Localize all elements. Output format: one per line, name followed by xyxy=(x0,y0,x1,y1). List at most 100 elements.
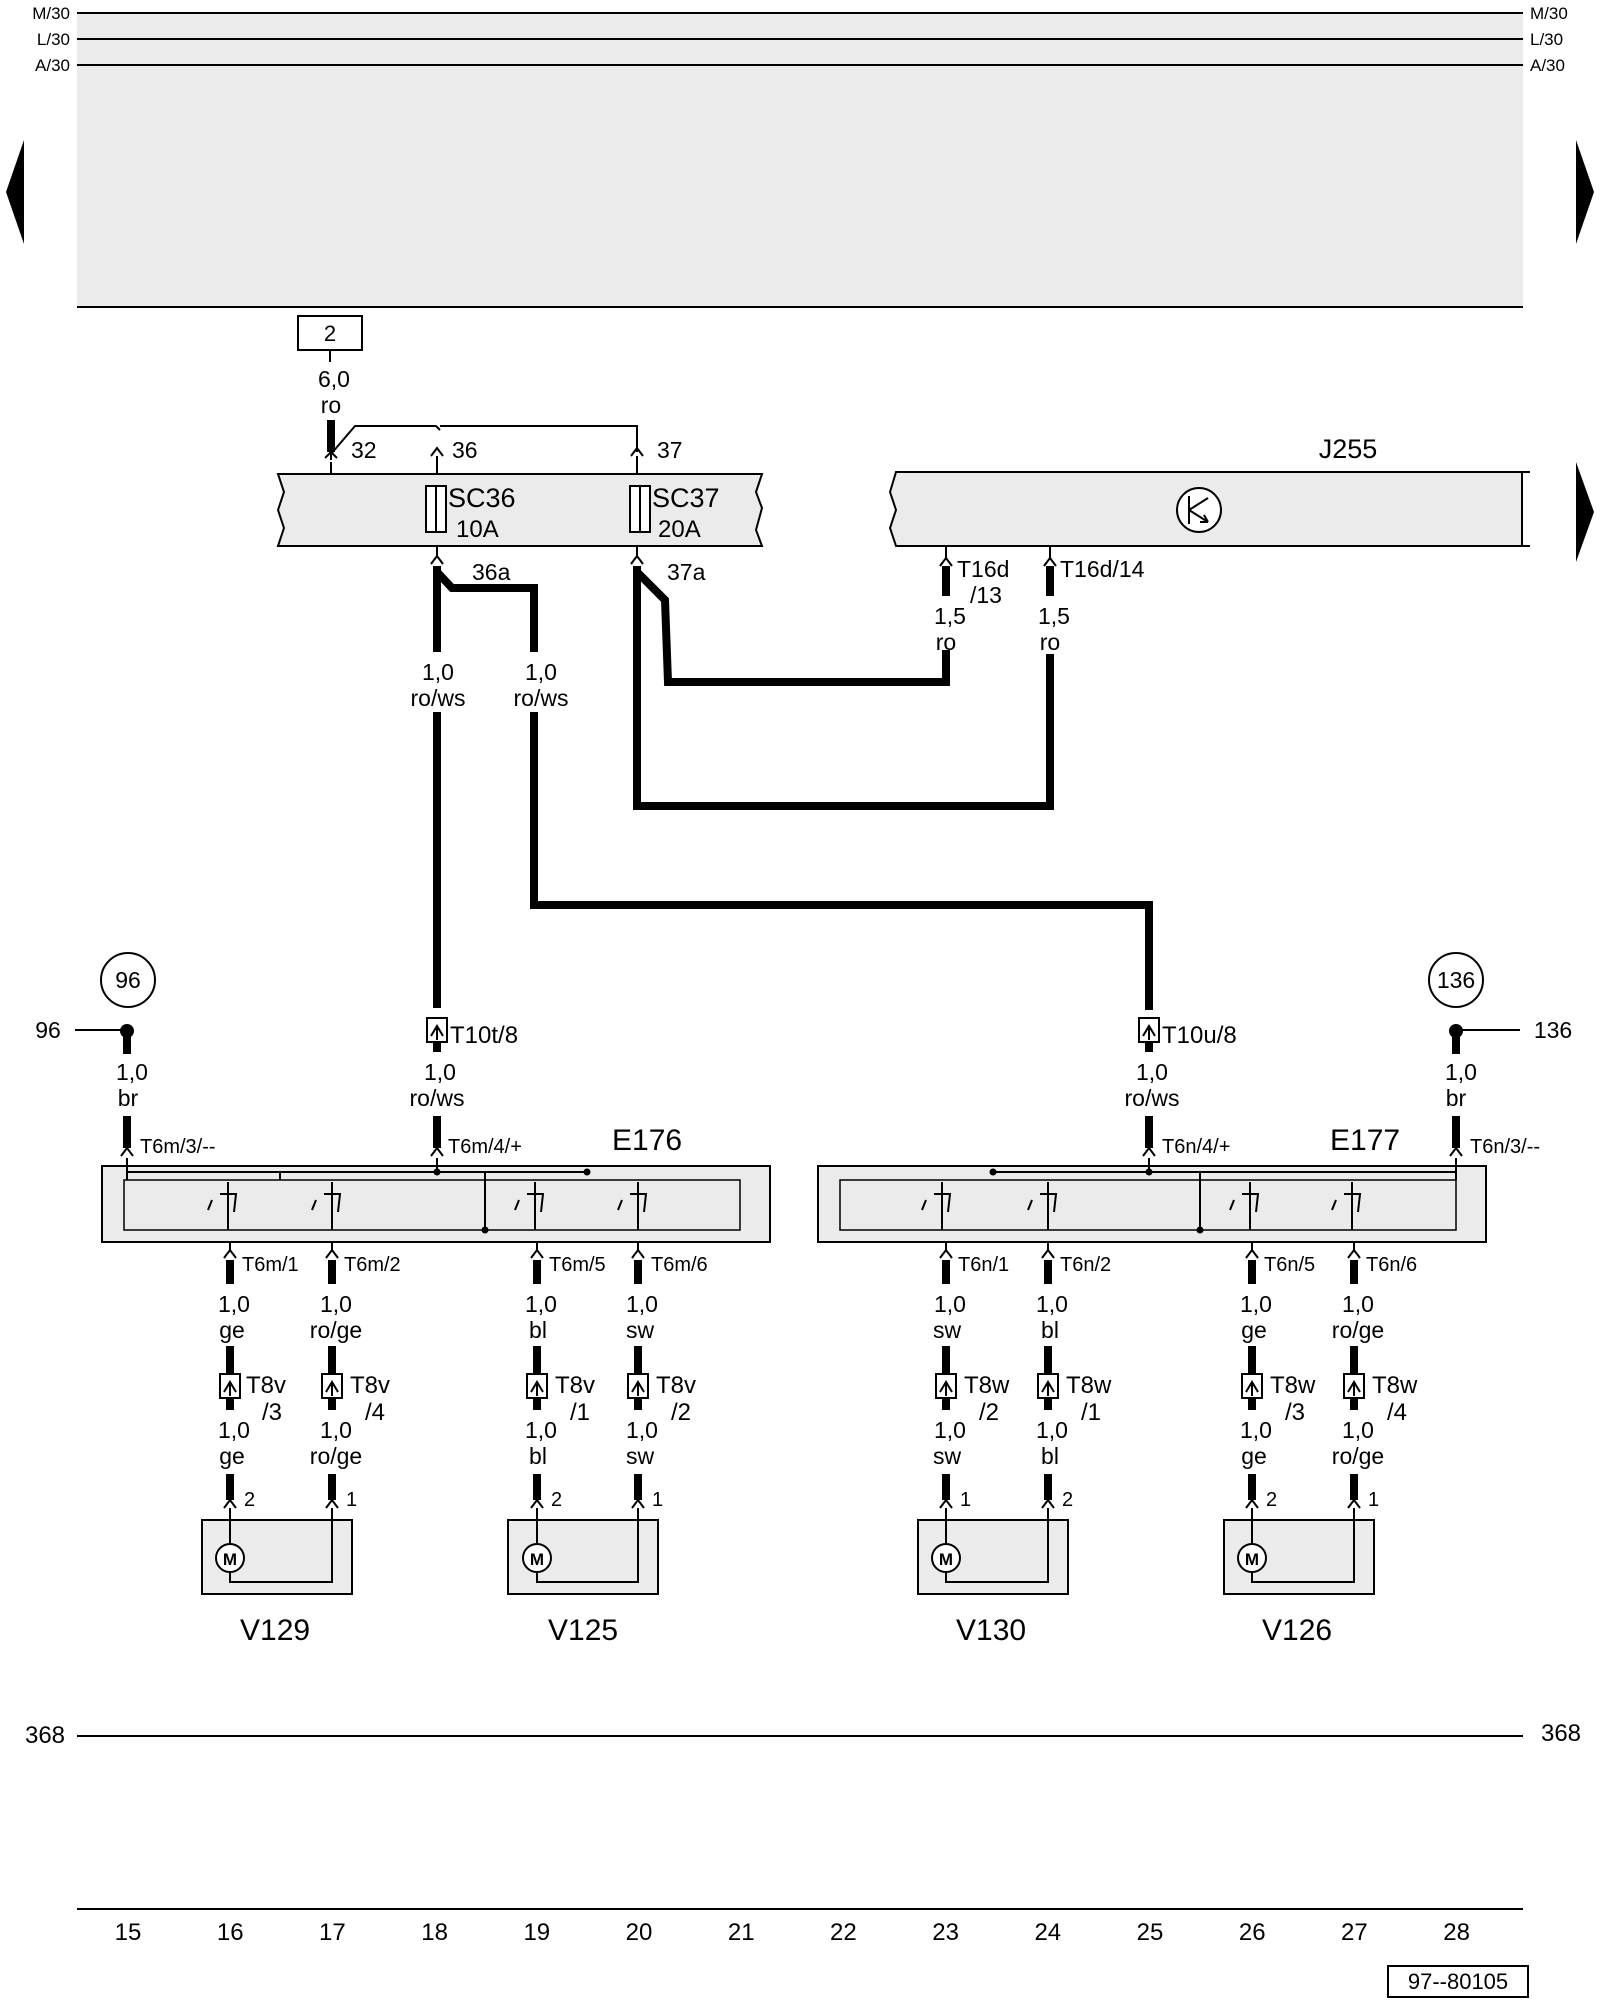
t16d-13-label-b: /13 xyxy=(970,582,1002,608)
fuse-feed: 2 6,0 ro 32 36 37 xyxy=(297,315,683,478)
fuse-36a-label: 36a xyxy=(472,559,511,585)
feed-color-label: ro xyxy=(321,392,341,418)
ref-136: 136 136 1,0 br xyxy=(1428,952,1572,1148)
t8v-2-label: T8v xyxy=(656,1372,696,1399)
t6m6-wire-size: 1,0 xyxy=(626,1291,658,1317)
column-number-28: 28 xyxy=(1443,1919,1470,1946)
v125-wire-b-color: sw xyxy=(626,1443,655,1469)
v130-wire-a-size: 1,0 xyxy=(934,1417,966,1443)
t6m5-label: T6m/5 xyxy=(549,1254,606,1276)
branch-t6n2: T6n/2 1,0 bl T8w /1 1,0 bl 2 xyxy=(1036,1242,1112,1511)
column-number-18: 18 xyxy=(421,1919,448,1946)
t8v-1-label: T8v xyxy=(555,1372,595,1399)
v125-pin1: 1 xyxy=(652,1489,663,1511)
pin-37-label: 37 xyxy=(657,437,683,463)
reference-box xyxy=(297,315,363,351)
ref-136-circle xyxy=(1428,952,1484,1008)
j255-label: J255 xyxy=(1319,434,1378,464)
column-number-24: 24 xyxy=(1034,1919,1061,1946)
column-number-19: 19 xyxy=(523,1919,550,1946)
j255-wire14-size: 1,5 xyxy=(1038,603,1070,629)
e176-pin3-label: T6m/3/-- xyxy=(140,1136,216,1158)
wire-2-color: ro/ws xyxy=(514,685,569,711)
j255-wire14-color: ro xyxy=(1040,629,1060,655)
v125-label: V125 xyxy=(548,1614,618,1647)
v130-wire-b-color: bl xyxy=(1041,1443,1059,1469)
e177-pin3-label: T6n/3/-- xyxy=(1470,1136,1540,1158)
t16d-14-label: T16d/14 xyxy=(1060,556,1145,582)
fuse-37a-label: 37a xyxy=(667,559,706,585)
t6m6-wire-color: sw xyxy=(626,1317,655,1343)
prev-page-arrow-icon[interactable] xyxy=(6,140,24,244)
t8w-2-label: T8w xyxy=(964,1372,1010,1399)
v130-wire-b-size: 1,0 xyxy=(1036,1417,1068,1443)
t6n6-wire-color: ro/ge xyxy=(1332,1317,1384,1343)
rail-368: 368 368 xyxy=(25,1720,1581,1749)
branch-t6n6: T6n/6 1,0 ro/ge T8w /4 1,0 ro/ge 1 xyxy=(1332,1242,1418,1511)
wire-36a-to-e177 xyxy=(434,569,1153,1010)
v126-pin2: 2 xyxy=(1266,1489,1277,1511)
t8w-4-label: T8w xyxy=(1372,1372,1418,1399)
column-number-17: 17 xyxy=(319,1919,346,1946)
t8v-4-label: T8v xyxy=(350,1372,390,1399)
t8v-1-sub: /1 xyxy=(570,1399,590,1426)
v126-pin1: 1 xyxy=(1368,1489,1379,1511)
j255-wire13-size: 1,5 xyxy=(934,603,966,629)
t6n5-label: T6n/5 xyxy=(1264,1254,1315,1276)
e176-label: E176 xyxy=(612,1124,682,1157)
t6n1-label: T6n/1 xyxy=(958,1254,1009,1276)
t6m1-wire-size: 1,0 xyxy=(218,1291,250,1317)
wire-1-color: ro/ws xyxy=(411,685,466,711)
continue-arrow-icon[interactable] xyxy=(1576,462,1594,562)
wire-label-bg-1 xyxy=(404,652,478,712)
t8w-3-sub: /3 xyxy=(1285,1399,1305,1426)
next-page-arrow-icon[interactable] xyxy=(1576,140,1594,244)
wire-37a-to-t16d-14 xyxy=(633,566,1054,810)
t8v-2-sub: /2 xyxy=(671,1399,691,1426)
column-number-27: 27 xyxy=(1341,1919,1368,1946)
t6n1-wire-size: 1,0 xyxy=(934,1291,966,1317)
e177-pin4-label: T6n/4/+ xyxy=(1162,1136,1230,1158)
t8w-1-sub: /1 xyxy=(1081,1399,1101,1426)
v129-pin1: 1 xyxy=(346,1489,357,1511)
t8w-2-sub: /2 xyxy=(979,1399,999,1426)
t6m6-label: T6m/6 xyxy=(651,1254,708,1276)
motor-v126: M V126 xyxy=(1223,1508,1375,1647)
wire-37a-to-t16d-13 xyxy=(634,569,950,686)
t6n1-wire-color: sw xyxy=(933,1317,962,1343)
rail-368-label-left: 368 xyxy=(25,1722,65,1749)
control-unit-j255: J255 T16d /13 T16d/14 1,5 ro 1,5 ro xyxy=(888,434,1530,655)
motor-v125: M V125 xyxy=(507,1508,659,1647)
rail-a30-label-left: A/30 xyxy=(35,56,70,75)
rail-section: M/30 L/30 A/30 M/30 L/30 A/30 xyxy=(32,4,1568,308)
t6n2-wire-size: 1,0 xyxy=(1036,1291,1068,1317)
v130-pin2: 2 xyxy=(1062,1489,1073,1511)
t6m2-label: T6m/2 xyxy=(344,1254,401,1276)
t10u-wire-size: 1,0 xyxy=(1136,1059,1168,1085)
rail-m30-label-left: M/30 xyxy=(32,4,70,23)
e176-pin4-label: T6m/4/+ xyxy=(448,1136,522,1158)
ref-96-circle xyxy=(100,952,156,1008)
column-number-23: 23 xyxy=(932,1919,959,1946)
ref-96-side-label: 96 xyxy=(35,1017,61,1043)
v129-wire-b-color: ro/ge xyxy=(310,1443,362,1469)
reference-number: 2 xyxy=(324,321,336,346)
wire-1-size: 1,0 xyxy=(422,659,454,685)
rail-background xyxy=(77,13,1523,307)
e177-label: E177 xyxy=(1330,1124,1400,1157)
t8w-4-sub: /4 xyxy=(1387,1399,1407,1426)
v126-motor-symbol: M xyxy=(1245,1550,1259,1569)
t6m5-wire-size: 1,0 xyxy=(525,1291,557,1317)
ref-96: 96 96 1,0 br xyxy=(35,952,156,1148)
column-number-25: 25 xyxy=(1137,1919,1164,1946)
v126-wire-b-color: ro/ge xyxy=(1332,1443,1384,1469)
switch-e177: T6n/4/+ T6n/3/-- E177 xyxy=(817,1124,1540,1243)
t6n5-wire-size: 1,0 xyxy=(1240,1291,1272,1317)
fuse-sc37-rating: 20A xyxy=(658,516,701,543)
ref-136-wire-size: 1,0 xyxy=(1445,1059,1477,1085)
pin-32-label: 32 xyxy=(351,437,377,463)
t16d-13-label-a: T16d xyxy=(957,556,1009,582)
